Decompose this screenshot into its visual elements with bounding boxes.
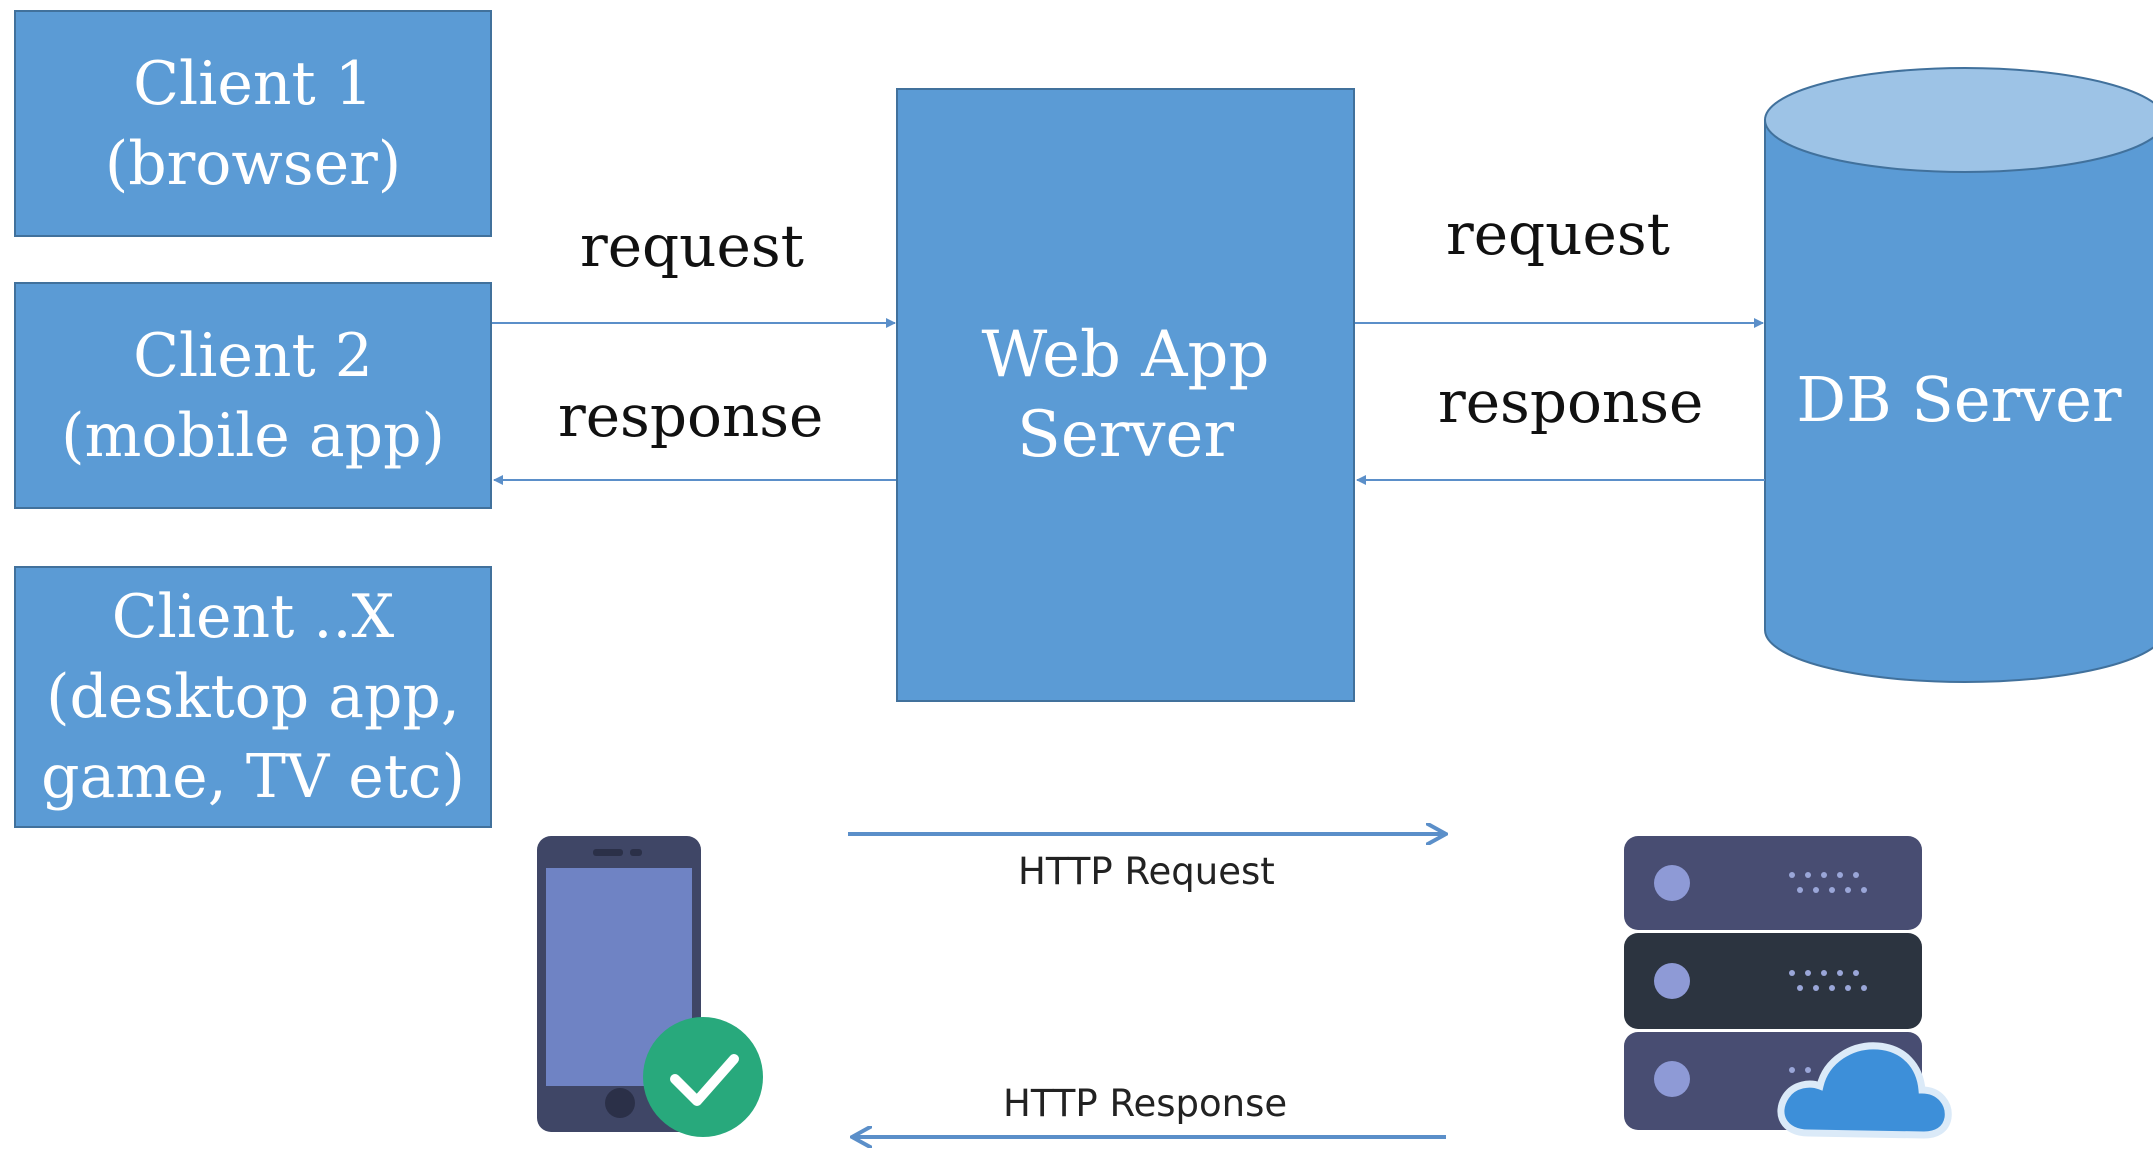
- http-request-label: HTTP Request: [1018, 850, 1275, 893]
- db-server-cylinder: [1764, 67, 2153, 683]
- cloud-icon: [1777, 1042, 1952, 1139]
- http-response-label: HTTP Response: [1003, 1082, 1288, 1125]
- client-1-subtitle: (browser): [104, 128, 402, 199]
- client-1-title: Client 1: [133, 48, 373, 119]
- client-x-box: Client ..X (desktop app, game, TV etc): [14, 566, 492, 828]
- client-1-box: Client 1 (browser): [14, 10, 492, 237]
- checkmark-badge-icon: [643, 1017, 763, 1137]
- client-response-label: response: [558, 382, 824, 450]
- db-request-label: request: [1446, 200, 1670, 268]
- db-server-label: DB Server: [1796, 363, 2122, 436]
- client-2-subtitle: (mobile app): [61, 400, 445, 471]
- web-app-server-box: Web App Server: [896, 88, 1355, 702]
- web-app-server-line-2: Server: [1017, 398, 1234, 472]
- client-x-subtitle-2: game, TV etc): [41, 742, 465, 812]
- web-app-server-line-1: Web App: [981, 318, 1270, 392]
- client-2-title: Client 2: [133, 320, 373, 391]
- client-x-subtitle-1: (desktop app,: [46, 662, 460, 732]
- client-x-title: Client ..X: [111, 582, 395, 652]
- client-request-label: request: [580, 212, 804, 280]
- db-response-label: response: [1438, 368, 1704, 436]
- client-2-box: Client 2 (mobile app): [14, 282, 492, 509]
